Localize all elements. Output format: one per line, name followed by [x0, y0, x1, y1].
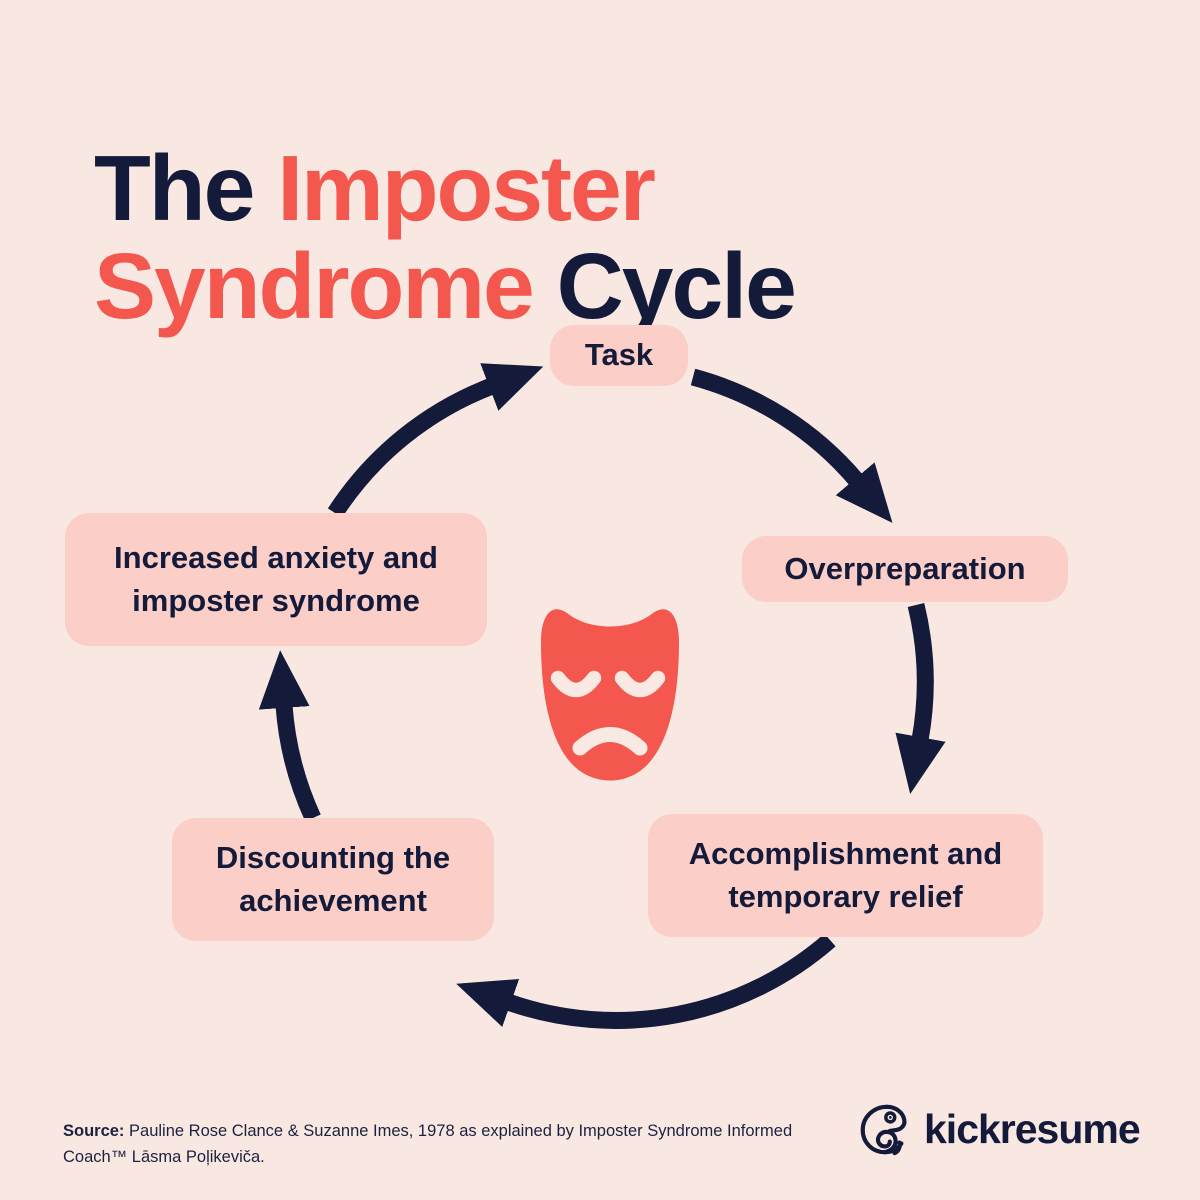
- node-accomplishment-label: Accomplishment and temporary relief: [688, 835, 1003, 914]
- node-task-label: Task: [584, 337, 654, 373]
- brand-logo: kickresume: [855, 1098, 1141, 1160]
- title-part-imposter: Imposter: [277, 136, 656, 241]
- mask-mouth: [572, 727, 648, 756]
- arrow-accomplishment-to-discounting: [456, 933, 836, 1029]
- source-label: Source:: [63, 1121, 125, 1140]
- node-overpreparation-label: Overpreparation: [784, 550, 1026, 586]
- title-part-cycle: Cycle: [556, 233, 797, 338]
- chameleon-icon: [860, 1104, 907, 1156]
- node-discounting-label: Discounting the achievement: [215, 839, 451, 918]
- arrow-discounting-to-anxiety: [258, 650, 321, 822]
- title-line-2: Syndrome Cycle: [94, 237, 797, 336]
- arrow-overpreparation-to-accomplishment: [895, 602, 946, 795]
- sad-theater-mask-icon: [541, 609, 679, 781]
- page-title: The Imposter Syndrome Cycle: [94, 139, 797, 336]
- title-part-the: The: [94, 136, 278, 241]
- node-task: Task: [550, 325, 688, 386]
- source-citation: Source: Pauline Rose Clance & Suzanne Im…: [63, 1118, 815, 1170]
- mask-left-eye: [550, 670, 602, 698]
- source-text: Pauline Rose Clance & Suzanne Imes, 1978…: [63, 1121, 793, 1166]
- node-overpreparation: Overpreparation: [742, 536, 1068, 602]
- node-anxiety: Increased anxiety and imposter syndrome: [65, 513, 487, 646]
- node-accomplishment: Accomplishment and temporary relief: [648, 814, 1043, 937]
- arrow-anxiety-to-task: [327, 363, 544, 518]
- node-discounting: Discounting the achievement: [172, 818, 494, 941]
- mask-right-eye: [614, 670, 666, 698]
- brand-name: kickresume: [924, 1105, 1141, 1152]
- node-anxiety-label: Increased anxiety and imposter syndrome: [114, 539, 438, 618]
- arrow-task-to-overpreparation: [690, 368, 893, 523]
- title-part-syndrome: Syndrome: [94, 233, 557, 338]
- title-line-1: The Imposter: [94, 139, 795, 238]
